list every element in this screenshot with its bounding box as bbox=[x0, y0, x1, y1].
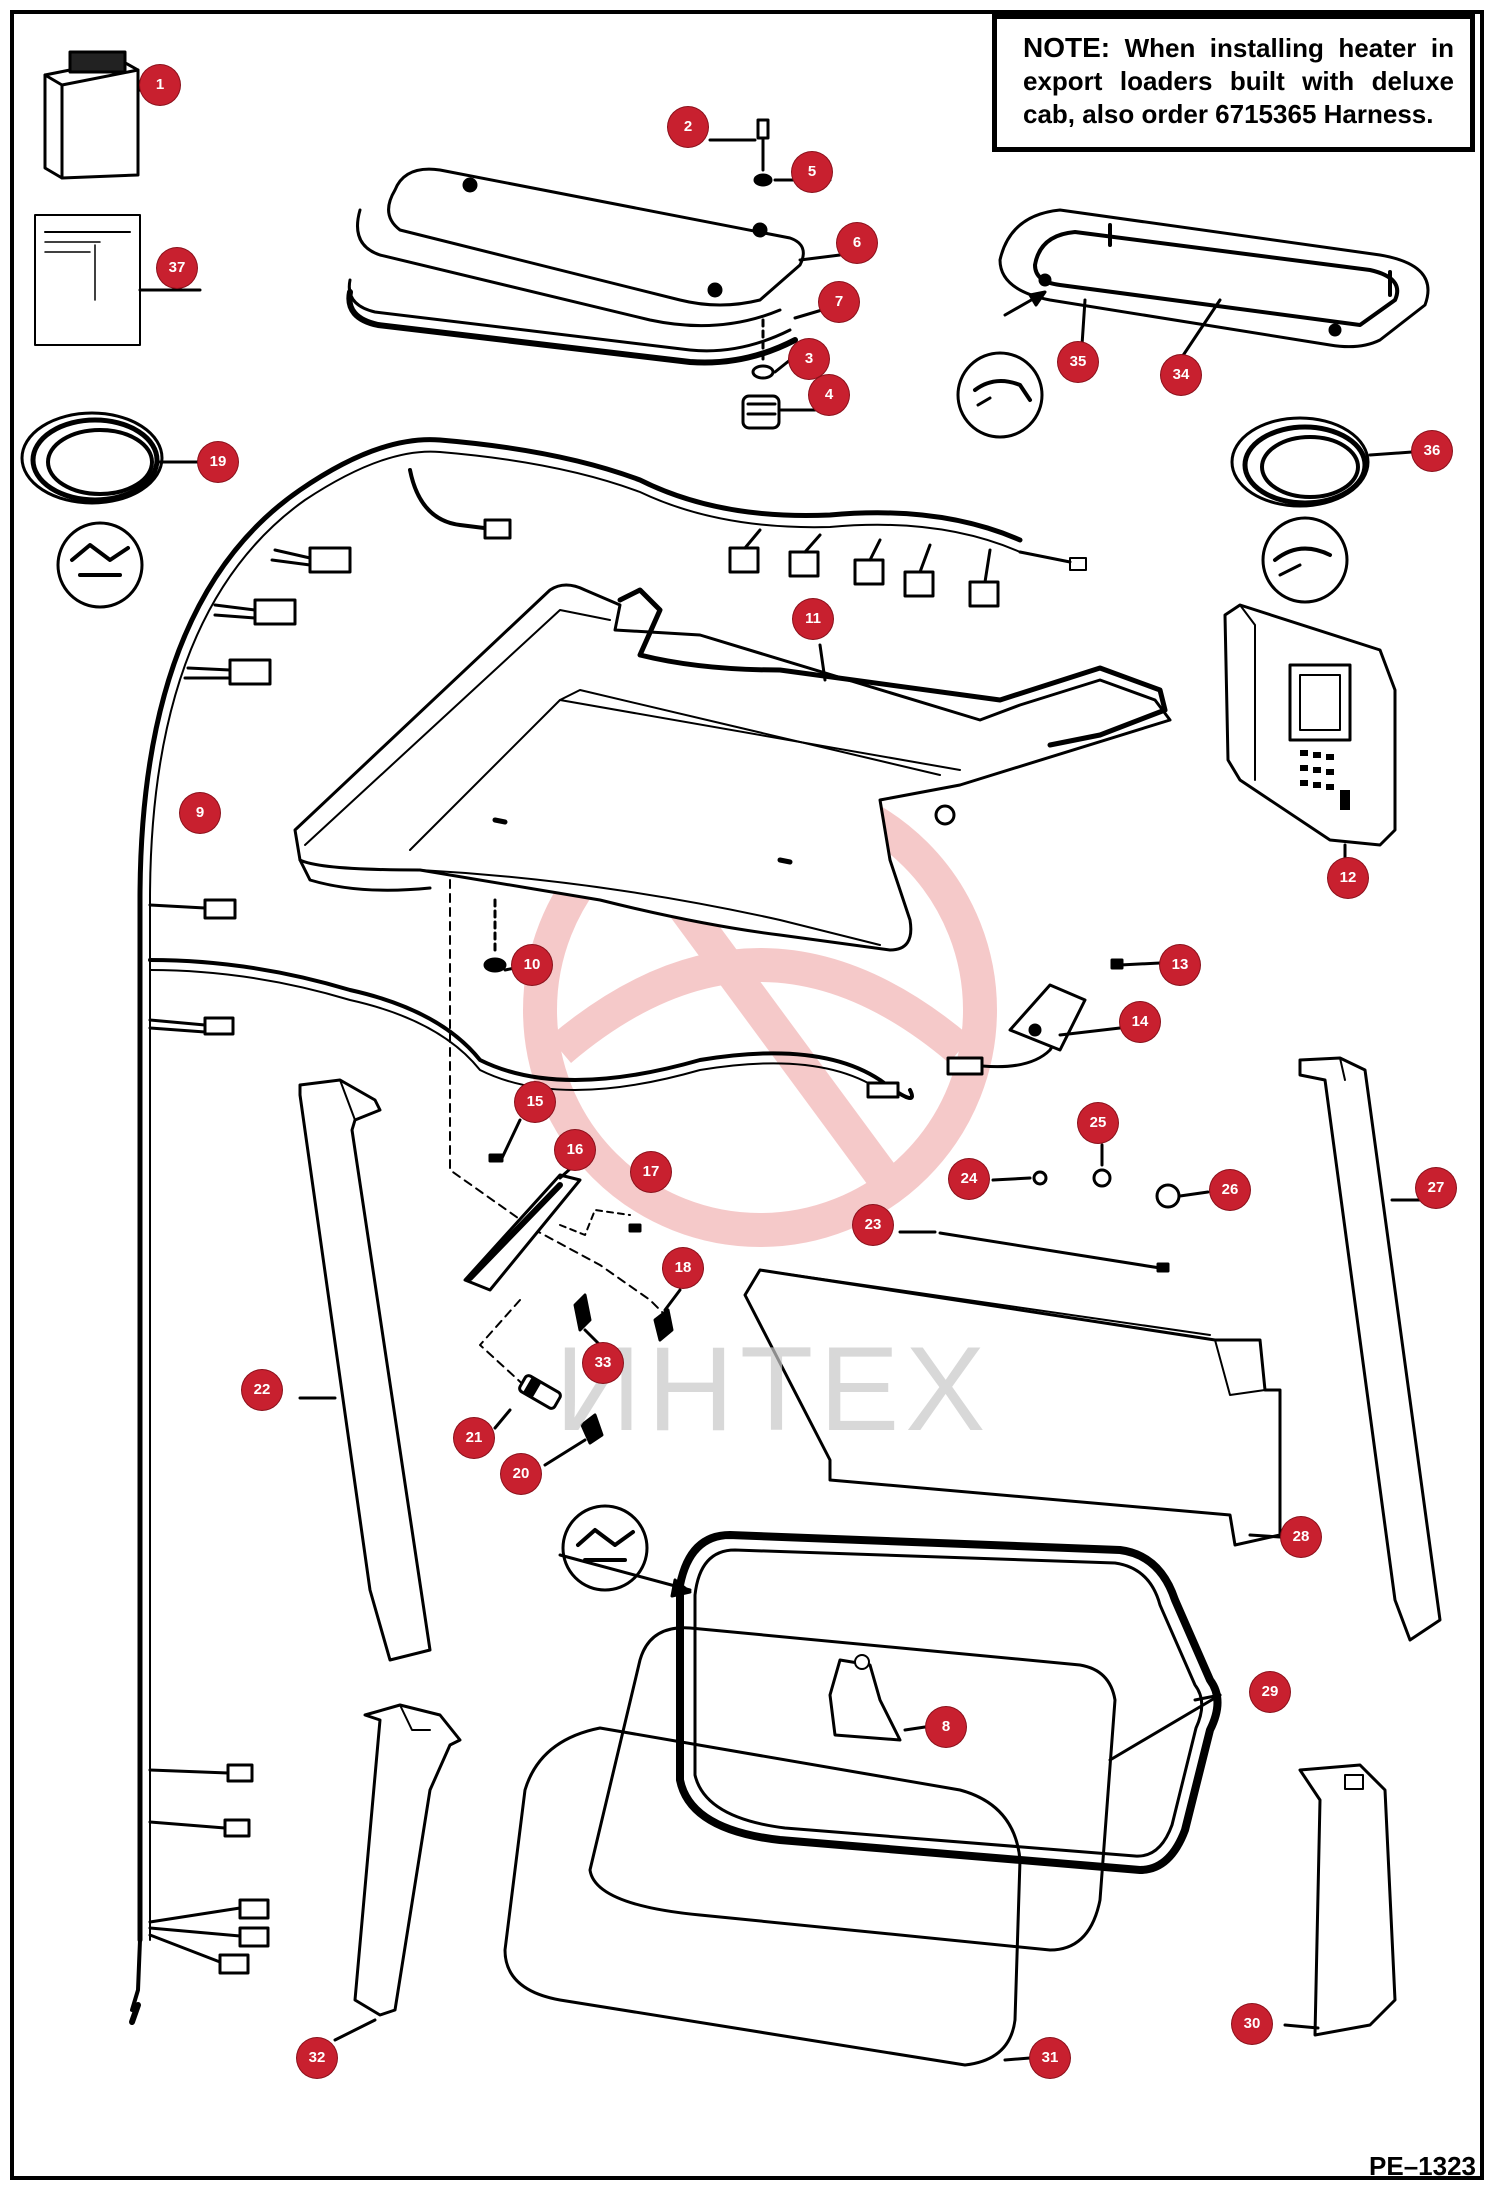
callout-5[interactable]: 5 bbox=[792, 152, 832, 192]
note-box: NOTE: When installing heater in export l… bbox=[992, 14, 1475, 152]
callout-21[interactable]: 21 bbox=[454, 1418, 494, 1458]
callout-10[interactable]: 10 bbox=[512, 945, 552, 985]
callout-17[interactable]: 17 bbox=[631, 1152, 671, 1192]
callout-33[interactable]: 33 bbox=[583, 1343, 623, 1383]
callout-16[interactable]: 16 bbox=[555, 1130, 595, 1170]
callout-37[interactable]: 37 bbox=[157, 248, 197, 288]
callout-9[interactable]: 9 bbox=[180, 793, 220, 833]
note-text: When installing heater in export loaders… bbox=[1023, 33, 1454, 129]
callout-14[interactable]: 14 bbox=[1120, 1002, 1160, 1042]
part-29-seal bbox=[558, 1531, 1222, 1874]
part-30-pillar bbox=[1283, 1763, 1397, 2037]
callout-27[interactable]: 27 bbox=[1416, 1168, 1456, 1208]
callout-1[interactable]: 1 bbox=[140, 65, 180, 105]
detail-circle-mid bbox=[561, 1504, 649, 1592]
part-13-14-bracket bbox=[1008, 958, 1162, 1052]
part-10-screw bbox=[483, 898, 517, 973]
callout-29[interactable]: 29 bbox=[1250, 1672, 1290, 1712]
drawing-code: PE–1323 bbox=[1369, 2151, 1476, 2181]
part-24-25-26-plugs bbox=[991, 1143, 1210, 1209]
callout-2[interactable]: 2 bbox=[668, 107, 708, 147]
part-9-harness bbox=[129, 437, 1087, 2025]
part-27-pillar bbox=[1298, 1056, 1442, 1642]
callout-8[interactable]: 8 bbox=[926, 1707, 966, 1747]
detail-circle-right bbox=[1261, 516, 1349, 604]
part-37-manual bbox=[34, 214, 202, 346]
page-frame bbox=[10, 10, 1484, 2180]
callout-34[interactable]: 34 bbox=[1161, 355, 1201, 395]
callout-4[interactable]: 4 bbox=[809, 375, 849, 415]
detail-circle-left bbox=[56, 521, 144, 609]
part-15-16-17-valve bbox=[463, 1118, 642, 1292]
part-8-glass bbox=[588, 1626, 1117, 1952]
callout-15[interactable]: 15 bbox=[515, 1082, 555, 1122]
callout-28[interactable]: 28 bbox=[1281, 1517, 1321, 1557]
callout-24[interactable]: 24 bbox=[949, 1159, 989, 1199]
callout-32[interactable]: 32 bbox=[297, 2038, 337, 2078]
detail-circle-top-right bbox=[956, 351, 1044, 439]
callout-25[interactable]: 25 bbox=[1078, 1103, 1118, 1143]
callout-30[interactable]: 30 bbox=[1232, 2004, 1272, 2044]
part-11-headliner bbox=[293, 583, 1172, 952]
part-36-coil bbox=[1230, 416, 1414, 508]
callout-36[interactable]: 36 bbox=[1412, 431, 1452, 471]
part-22-pillar bbox=[298, 1078, 432, 1662]
note-label: NOTE: bbox=[1023, 32, 1111, 63]
callout-20[interactable]: 20 bbox=[501, 1454, 541, 1494]
callout-23[interactable]: 23 bbox=[853, 1205, 893, 1245]
part-23-rod bbox=[898, 1230, 1170, 1273]
part-28-panel bbox=[743, 1268, 1282, 1547]
part-18-33-20-21-fittings bbox=[493, 1288, 682, 1467]
part-12-panel bbox=[1223, 603, 1397, 862]
callout-3[interactable]: 3 bbox=[789, 339, 829, 379]
callout-18[interactable]: 18 bbox=[663, 1248, 703, 1288]
part-19-coil bbox=[20, 411, 202, 505]
callout-31[interactable]: 31 bbox=[1030, 2038, 1070, 2078]
callout-26[interactable]: 26 bbox=[1210, 1170, 1250, 1210]
callout-22[interactable]: 22 bbox=[242, 1370, 282, 1410]
part-6-cover bbox=[346, 167, 805, 366]
part-31-glass bbox=[503, 1726, 1032, 2067]
callout-12[interactable]: 12 bbox=[1328, 858, 1368, 898]
callout-11[interactable]: 11 bbox=[793, 599, 833, 639]
watermark-text: ИНТЕХ bbox=[555, 1322, 992, 1456]
part-32-pillar bbox=[333, 1703, 462, 2042]
callout-13[interactable]: 13 bbox=[1160, 945, 1200, 985]
callout-35[interactable]: 35 bbox=[1058, 342, 1098, 382]
callout-19[interactable]: 19 bbox=[198, 442, 238, 482]
callout-7[interactable]: 7 bbox=[819, 282, 859, 322]
callout-6[interactable]: 6 bbox=[837, 223, 877, 263]
part-34-frame bbox=[998, 208, 1430, 362]
